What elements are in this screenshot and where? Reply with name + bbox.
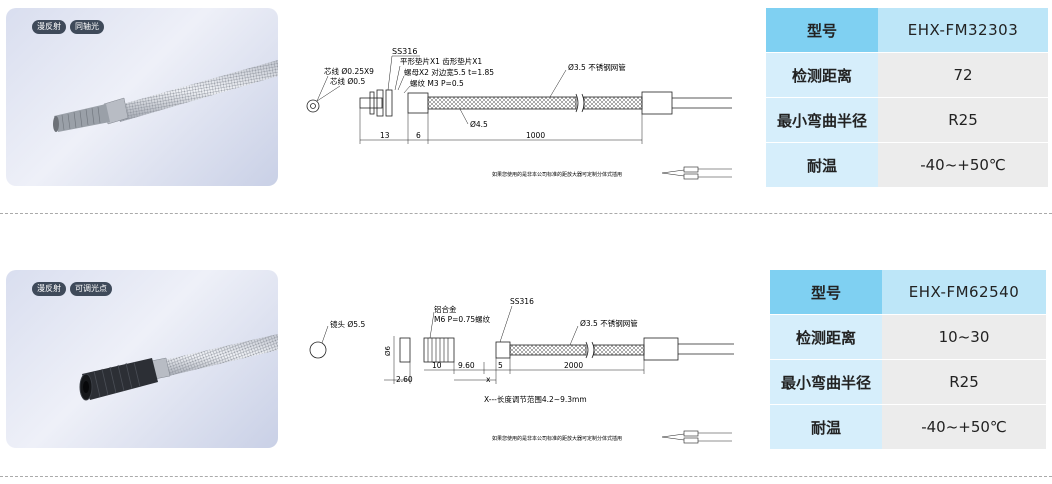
spec-table-2: 型号 EHX-FM62540 检测距离 10~30 最小弯曲半径 R25 耐温 … [770,270,1046,450]
spec-row-model: 型号 EHX-FM62540 [770,270,1046,315]
dim-x: x [486,375,491,384]
product-photo-1: 漫反射 同轴光 [6,8,278,186]
label-material: SS316 [392,47,417,56]
custom-note: 如果您使用的是非本公司标准的距放大器可定制分体式插用 [492,435,622,442]
feature-badges: 漫反射 同轴光 [32,20,104,34]
spec-key: 耐温 [770,404,882,450]
label-nut: 螺母X2 对边宽5.5 t=1.85 [404,67,494,77]
connector [641,91,673,115]
technical-drawing-1: 芯线 Ø0.25X9 芯线 Ø0.5 SS316 [300,8,750,186]
badge-diffuse: 漫反射 [32,20,66,34]
nut-2 [385,89,393,117]
badge-coaxial: 同轴光 [70,20,104,34]
spec-value: 72 [878,52,1048,98]
label-thread: 螺纹 M3 P=0.5 [410,78,464,88]
spec-key: 检测距离 [766,52,878,98]
dim-2-60: 2.60 [396,375,413,384]
label-washers: 平形垫片X1 齿形垫片X1 [400,56,482,66]
label-core-2: 芯线 Ø0.5 [330,76,365,86]
dim-10: 10 [432,361,442,370]
spec-key: 检测距离 [770,314,882,360]
spec-key: 耐温 [766,142,878,188]
label-dia-6: Ø6 [384,345,392,356]
spec-value: -40~+50℃ [878,142,1048,188]
drawing-svg-2: 镜头 Ø5.5 Ø6 铝合金 SS316 M6 P=0.75螺纹 [309,297,734,444]
washer [369,91,375,115]
spec-key: 最小弯曲半径 [770,359,882,405]
mesh-tube [427,96,577,110]
label-core-1: 芯线 Ø0.25X9 [324,66,374,76]
mesh-tube [509,344,587,356]
threaded-body [423,337,455,363]
spec-value: -40~+50℃ [882,404,1046,450]
spec-key: 型号 [770,270,882,315]
label-diameter: Ø4.5 [470,120,488,129]
spec-value: R25 [882,359,1046,405]
label-mesh-tube: Ø3.5 不锈钢网管 [580,318,638,328]
label-mesh-tube: Ø3.5 不锈钢网管 [568,62,626,72]
spec-table-1: 型号 EHX-FM32303 检测距离 72 最小弯曲半径 R25 耐温 -40… [766,8,1048,188]
lens-cap [399,337,411,363]
spec-row-radius: 最小弯曲半径 R25 [770,359,1046,405]
dim-9-60: 9.60 [458,361,475,370]
sleeve [407,92,429,114]
dim-2000: 2000 [564,361,583,370]
nut [376,89,384,117]
dim-6: 6 [416,131,421,140]
spec-row-temperature: 耐温 -40~+50℃ [770,404,1046,450]
end-view-inner [310,103,316,109]
spec-key: 型号 [766,8,878,53]
spec-value: EHX-FM62540 [882,270,1046,315]
split-connector-icon [661,166,732,180]
spec-value: R25 [878,97,1048,143]
split-connector-icon [661,430,732,444]
label-thread: M6 P=0.75螺纹 [434,314,491,324]
fiber-cable-image [53,60,278,132]
label-aluminum: 铝合金 [434,304,457,314]
row-divider-1 [0,213,1052,214]
custom-note: 如果您使用的是非本公司标准的距放大器可定制分体式插用 [492,171,622,178]
lens-end-view [309,341,327,359]
product-photo-2: 漫反射 可调光点 [6,270,278,448]
fiber-cable-image [79,334,278,401]
badge-diffuse: 漫反射 [32,282,66,296]
spec-row-distance: 检测距离 72 [766,52,1048,98]
label-material: SS316 [510,297,534,306]
thread-section [359,97,383,109]
connector [643,337,679,361]
end-view-outer [306,99,320,113]
spec-value: 10~30 [882,314,1046,360]
spec-row-radius: 最小弯曲半径 R25 [766,97,1048,143]
spec-value: EHX-FM32303 [878,8,1048,53]
badge-adjustable-spot: 可调光点 [70,282,112,296]
dim-5: 5 [498,361,503,370]
feature-badges: 漫反射 可调光点 [32,282,112,296]
technical-drawing-2: 镜头 Ø5.5 Ø6 铝合金 SS316 M6 P=0.75螺纹 [300,270,750,448]
label-adjust-range: X---长度调节范围4.2~9.3mm [484,394,587,404]
spec-row-distance: 检测距离 10~30 [770,314,1046,360]
sleeve [495,341,511,359]
dim-13: 13 [380,131,390,140]
spec-row-model: 型号 EHX-FM32303 [766,8,1048,53]
dim-1000: 1000 [526,131,545,140]
spec-row-temperature: 耐温 -40~+50℃ [766,142,1048,188]
row-divider-2 [0,476,1052,477]
drawing-svg-1: 芯线 Ø0.25X9 芯线 Ø0.5 SS316 [306,47,732,180]
label-lens: 镜头 Ø5.5 [330,319,365,329]
spec-key: 最小弯曲半径 [766,97,878,143]
